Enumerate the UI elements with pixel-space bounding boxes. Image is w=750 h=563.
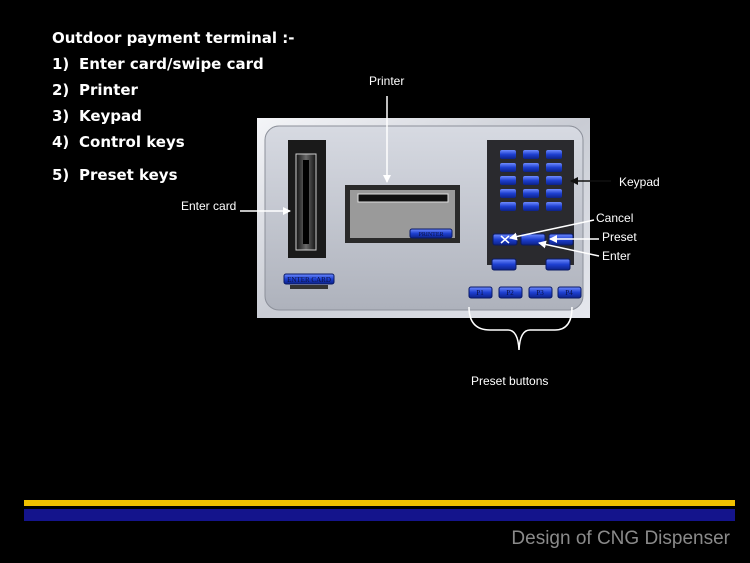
keypad-key[interactable] (500, 150, 516, 159)
enter-card-button[interactable] (283, 273, 335, 285)
preset-buttons-label: Preset buttons (471, 374, 549, 388)
keypad-key[interactable] (523, 163, 539, 172)
list-number: 1) (52, 55, 70, 73)
list-item: 2) Printer (52, 81, 138, 99)
preset-key-p2-label: P2 (506, 289, 514, 297)
preset-key-p4[interactable] (557, 286, 582, 299)
list-item: 3) Keypad (52, 107, 142, 125)
list-item: 4) Control keys (52, 133, 185, 151)
list-text: Enter card/swipe card (79, 55, 264, 73)
enter-card-button-shadow (290, 285, 328, 289)
printer-slot-icon (357, 193, 449, 203)
cancel-label: Cancel (596, 211, 634, 225)
footer-navy-bar (24, 509, 735, 521)
keypad-key[interactable] (523, 189, 539, 198)
keypad-key[interactable] (546, 150, 562, 159)
keypad-key[interactable] (523, 202, 539, 211)
preset-brace (468, 306, 573, 351)
slide-heading: Outdoor payment terminal :- (52, 29, 295, 47)
keypad-key[interactable] (500, 176, 516, 185)
footer-gold-bar (24, 500, 735, 506)
keypad-key[interactable] (500, 202, 516, 211)
enter-card-button-label: ENTER CARD (287, 276, 331, 284)
enter-label: Enter (602, 249, 631, 263)
keypad-key[interactable] (546, 163, 562, 172)
footer-title: Design of CNG Dispenser (511, 528, 730, 549)
preset-key-p4-label: P4 (565, 289, 573, 297)
keypad-key[interactable] (500, 189, 516, 198)
preset-key-p2[interactable] (498, 286, 523, 299)
list-number: 4) (52, 133, 70, 151)
keypad-key[interactable] (523, 176, 539, 185)
card-slot-opening (303, 160, 309, 244)
preset-key-p3[interactable] (528, 286, 553, 299)
keypad-key[interactable] (546, 176, 562, 185)
list-number: 3) (52, 107, 70, 125)
list-text: Control keys (79, 133, 185, 151)
list-text: Printer (79, 81, 138, 99)
printer-label: Printer (369, 74, 405, 88)
printer-button[interactable] (409, 228, 453, 239)
keypad-key[interactable] (523, 150, 539, 159)
list-number: 5) (52, 166, 70, 184)
keypad-key[interactable] (546, 202, 562, 211)
function-key-right[interactable] (545, 258, 571, 271)
list-text: Preset keys (79, 166, 178, 184)
preset-key-p3-label: P3 (536, 289, 544, 297)
preset-label: Preset (602, 230, 637, 244)
keypad-key[interactable] (500, 163, 516, 172)
cancel-x-icon (500, 235, 510, 244)
list-item: 1) Enter card/swipe card (52, 55, 264, 73)
enter-card-label: Enter card (181, 199, 237, 213)
keypad-key[interactable] (546, 189, 562, 198)
preset-key-p1-label: P1 (476, 289, 484, 297)
keypad (500, 150, 562, 211)
enter-arrow (538, 240, 600, 257)
cancel-arrow (509, 219, 595, 241)
function-key-left[interactable] (491, 258, 517, 271)
list-text: Keypad (79, 107, 142, 125)
list-number: 2) (52, 81, 70, 99)
printer-button-label: PRINTER (418, 232, 443, 238)
keypad-label: Keypad (619, 175, 660, 189)
list-item: 5) Preset keys (52, 166, 178, 184)
preset-key-p1[interactable] (468, 286, 493, 299)
